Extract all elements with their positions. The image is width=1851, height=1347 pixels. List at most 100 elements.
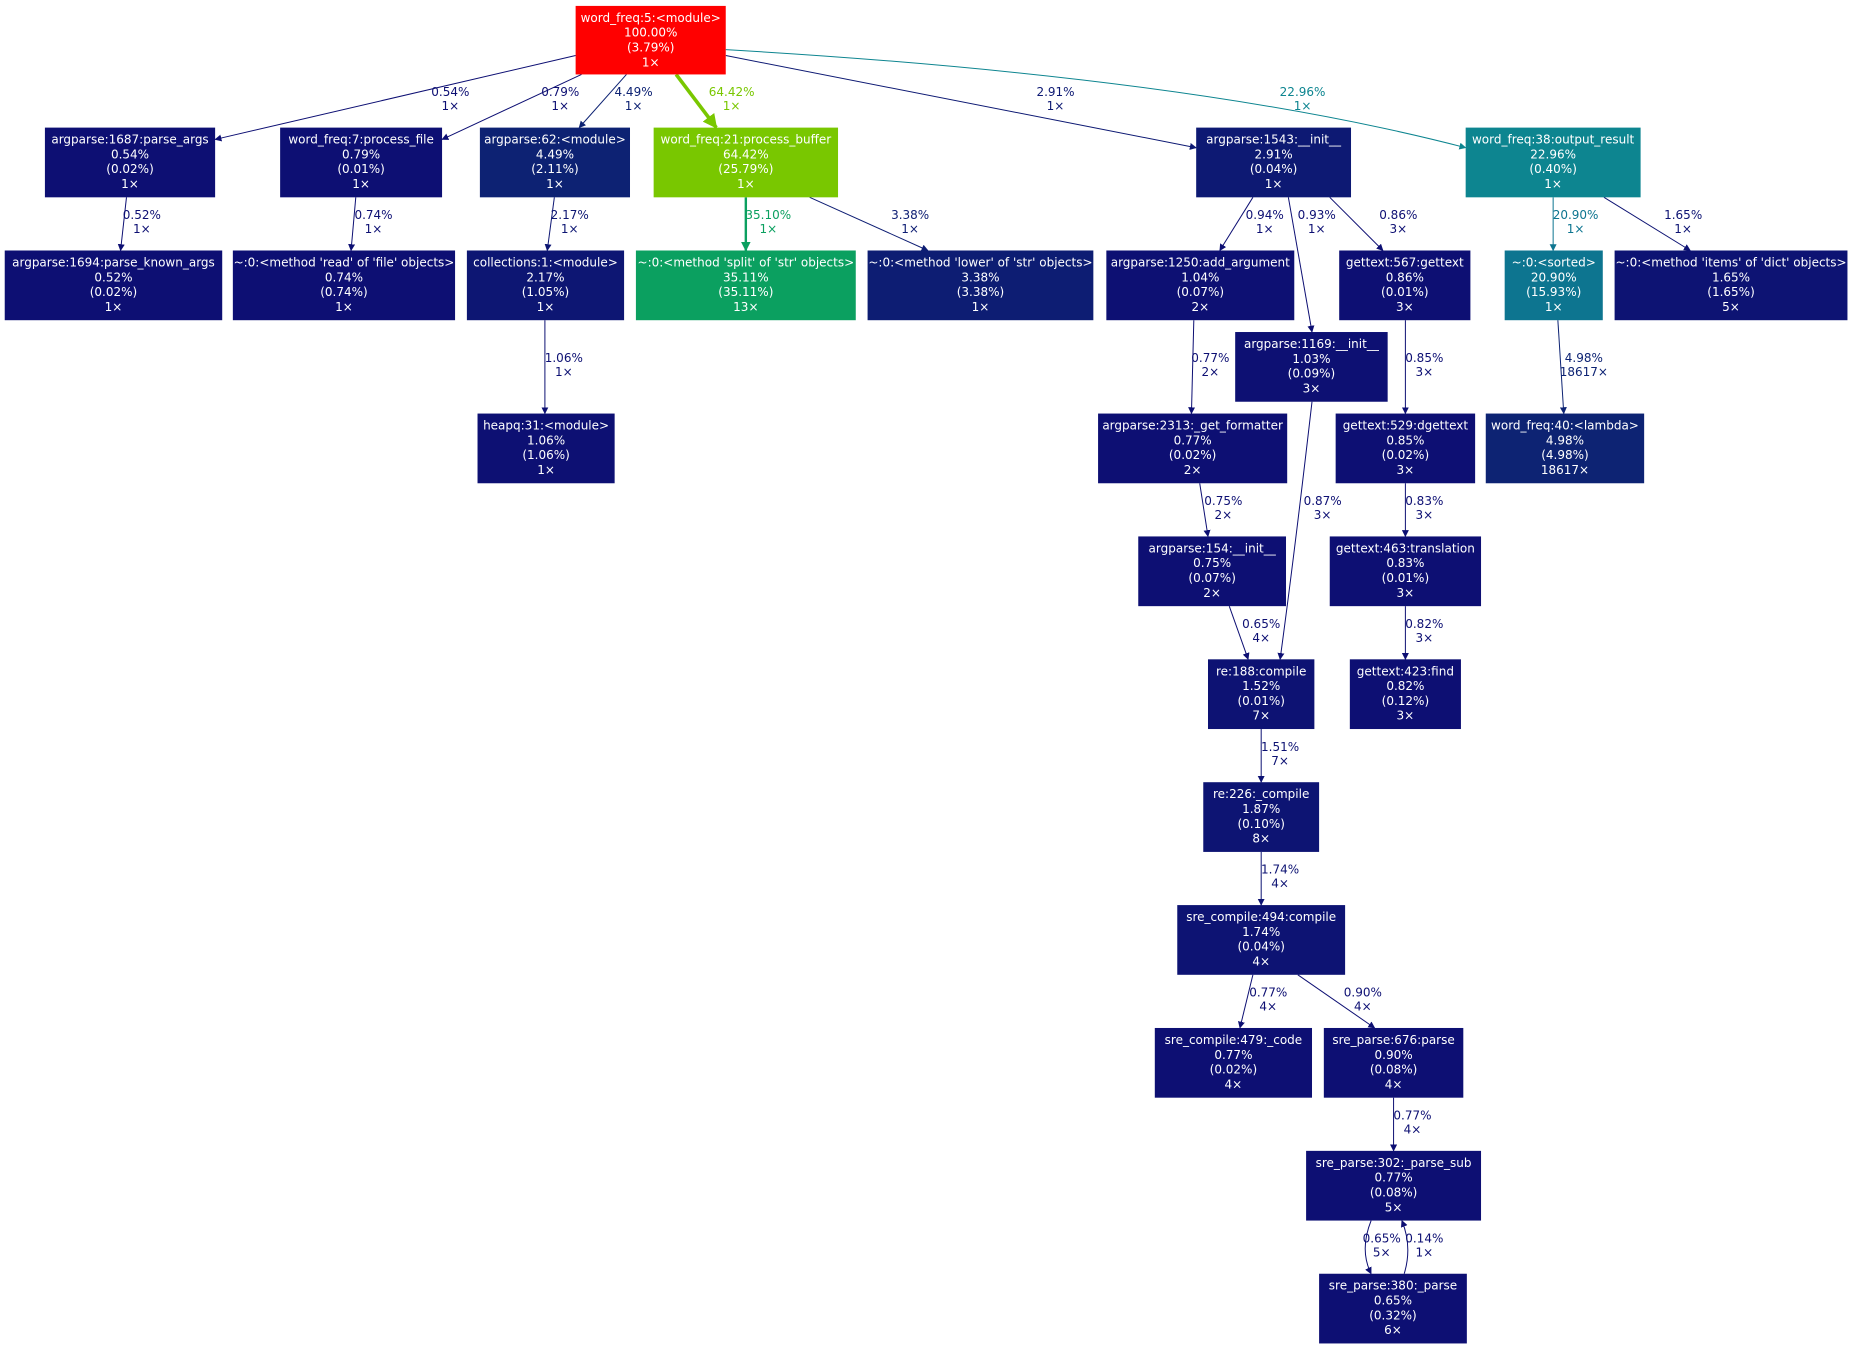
node-self-percent: (0.01%) (1381, 285, 1428, 299)
call-edge: 0.87%3× (1277, 401, 1342, 661)
function-node[interactable]: argparse:154:__init__0.75%(0.07%)2× (1138, 536, 1287, 607)
node-function-name: argparse:1687:parse_args (51, 133, 208, 147)
edge-percent-label: 4.49% (614, 85, 652, 99)
node-function-name: sre_parse:302:_parse_sub (1316, 1156, 1472, 1170)
node-function-name: word_freq:5:<module> (581, 11, 721, 25)
node-total-percent: 0.85% (1386, 433, 1424, 447)
node-total-percent: 0.82% (1386, 679, 1424, 693)
node-call-count: 1× (537, 300, 555, 314)
edge-calls-label: 3× (1415, 508, 1433, 522)
node-function-name: ~:0:<method 'items' of 'dict' objects> (1615, 255, 1846, 269)
edge-line (1557, 320, 1567, 415)
function-node[interactable]: word_freq:38:output_result22.96%(0.40%)1… (1465, 127, 1641, 198)
edge-percent-label: 22.96% (1280, 85, 1326, 99)
function-node[interactable]: argparse:62:<module>4.49%(2.11%)1× (479, 127, 631, 198)
node-call-count: 5× (1722, 300, 1740, 314)
function-node[interactable]: word_freq:5:<module>100.00%(3.79%)1× (575, 5, 726, 75)
edge-calls-label: 1× (1674, 222, 1692, 236)
edge-percent-label: 0.79% (541, 85, 579, 99)
function-node[interactable]: argparse:1543:__init__2.91%(0.04%)1× (1196, 127, 1352, 198)
edge-percent-label: 35.10% (745, 208, 791, 222)
edge-calls-label: 5× (1373, 1245, 1391, 1259)
node-function-name: gettext:463:translation (1336, 541, 1475, 555)
node-function-name: ~:0:<sorted> (1512, 255, 1596, 269)
node-total-percent: 0.79% (342, 147, 380, 161)
edge-percent-label: 64.42% (709, 85, 755, 99)
node-self-percent: (0.02%) (1382, 448, 1429, 462)
node-total-percent: 0.65% (1374, 1294, 1412, 1308)
node-function-name: ~:0:<method 'read' of 'file' objects> (234, 255, 455, 269)
function-node[interactable]: word_freq:40:<lambda>4.98%(4.98%)18617× (1485, 413, 1645, 484)
call-edge: 4.49%1× (578, 74, 653, 129)
function-node[interactable]: argparse:1694:parse_known_args0.52%(0.02… (4, 250, 223, 321)
function-node[interactable]: ~:0:<method 'items' of 'dict' objects>1.… (1614, 250, 1848, 321)
edge-percent-label: 1.65% (1664, 208, 1702, 222)
edge-line (1287, 197, 1315, 333)
node-self-percent: (0.10%) (1237, 817, 1284, 831)
node-self-percent: (0.02%) (90, 285, 137, 299)
function-node[interactable]: argparse:2313:_get_formatter0.77%(0.02%)… (1098, 413, 1288, 484)
node-function-name: argparse:62:<module> (484, 133, 626, 147)
node-total-percent: 0.77% (1174, 433, 1212, 447)
node-self-percent: (0.04%) (1250, 162, 1297, 176)
node-total-percent: 1.03% (1292, 352, 1330, 366)
node-function-name: argparse:1250:add_argument (1111, 255, 1290, 269)
edge-percent-label: 1.74% (1261, 863, 1299, 877)
function-node[interactable]: word_freq:21:process_buffer64.42%(25.79%… (653, 127, 839, 198)
edge-percent-label: 4.98% (1565, 351, 1603, 365)
node-call-count: 1× (537, 463, 555, 477)
node-box (1319, 1273, 1467, 1344)
function-node[interactable]: ~:0:<sorted>20.90%(15.93%)1× (1504, 250, 1603, 321)
node-call-count: 2× (1203, 586, 1221, 600)
edge-calls-label: 1× (551, 99, 569, 113)
call-edge: 0.94%1× (1219, 197, 1284, 252)
node-box (477, 413, 615, 484)
edge-percent-label: 0.75% (1204, 494, 1242, 508)
call-edge: 0.79%1× (441, 73, 582, 140)
function-node[interactable]: ~:0:<method 'split' of 'str' objects>35.… (635, 250, 856, 321)
edge-percent-label: 0.77% (1191, 351, 1229, 365)
edge-line (725, 49, 1467, 150)
node-total-percent: 1.52% (1242, 679, 1280, 693)
node-box (1106, 250, 1295, 321)
edge-percent-label: 0.77% (1393, 1108, 1431, 1122)
edge-calls-label: 3× (1415, 631, 1433, 645)
node-call-count: 6× (1384, 1323, 1402, 1337)
node-function-name: sre_compile:479:_code (1165, 1033, 1303, 1047)
node-call-count: 4× (1252, 954, 1270, 968)
edge-line (1297, 974, 1376, 1029)
edge-percent-label: 0.65% (1242, 617, 1280, 631)
edge-calls-label: 1× (1415, 1245, 1433, 1259)
node-total-percent: 64.42% (723, 147, 769, 161)
edge-line (1188, 320, 1196, 415)
edge-line (1329, 196, 1384, 251)
node-total-percent: 0.86% (1386, 270, 1424, 284)
edge-line (674, 73, 718, 129)
node-box (1329, 536, 1482, 607)
node-box (1323, 1027, 1464, 1098)
node-function-name: word_freq:38:output_result (1472, 133, 1635, 147)
node-function-name: argparse:154:__init__ (1149, 541, 1277, 555)
edge-calls-label: 3× (1415, 365, 1433, 379)
function-node[interactable]: argparse:1169:__init__1.03%(0.09%)3× (1235, 332, 1388, 402)
function-node[interactable]: ~:0:<method 'read' of 'file' objects>0.7… (232, 250, 456, 321)
function-node[interactable]: ~:0:<method 'lower' of 'str' objects>3.3… (867, 250, 1094, 321)
function-node[interactable]: collections:1:<module>2.17%(1.05%)1× (466, 250, 625, 321)
edge-line (1364, 1220, 1372, 1275)
edge-calls-label: 1× (901, 222, 919, 236)
function-node[interactable]: heapq:31:<module>1.06%(1.06%)1× (477, 413, 615, 484)
